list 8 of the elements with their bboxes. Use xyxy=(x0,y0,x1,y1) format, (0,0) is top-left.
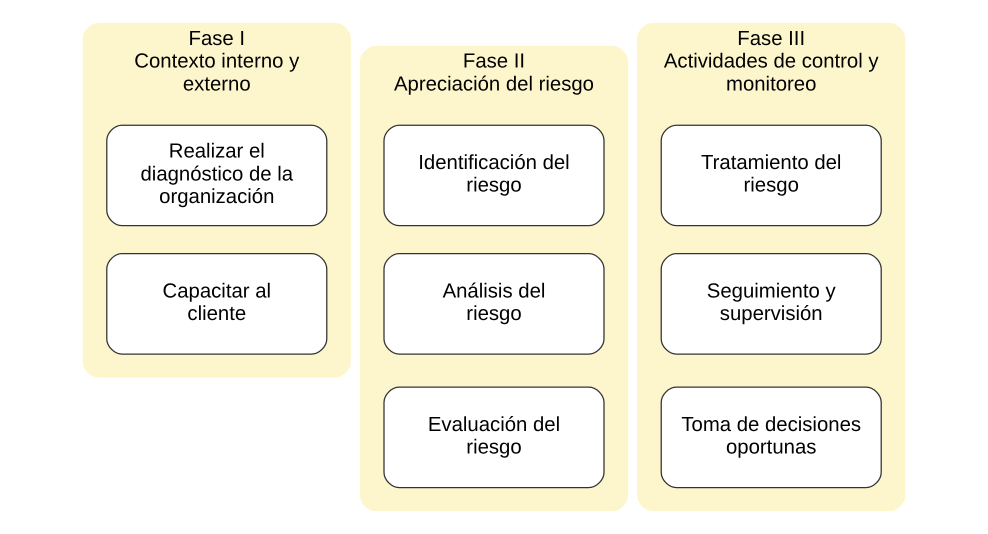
node-box: Capacitar al cliente xyxy=(106,253,328,355)
node-box: Evaluación del riesgo xyxy=(383,386,605,488)
node-box: Tratamiento del riesgo xyxy=(660,124,882,226)
node-box: Realizar el diagnóstico de la organización xyxy=(106,124,328,226)
node-box: Análisis del riesgo xyxy=(383,253,605,355)
node-box: Toma de decisiones oportunas xyxy=(660,386,882,488)
node-box: Seguimiento y supervisión xyxy=(660,253,882,355)
node-box: Identificación del riesgo xyxy=(383,124,605,226)
